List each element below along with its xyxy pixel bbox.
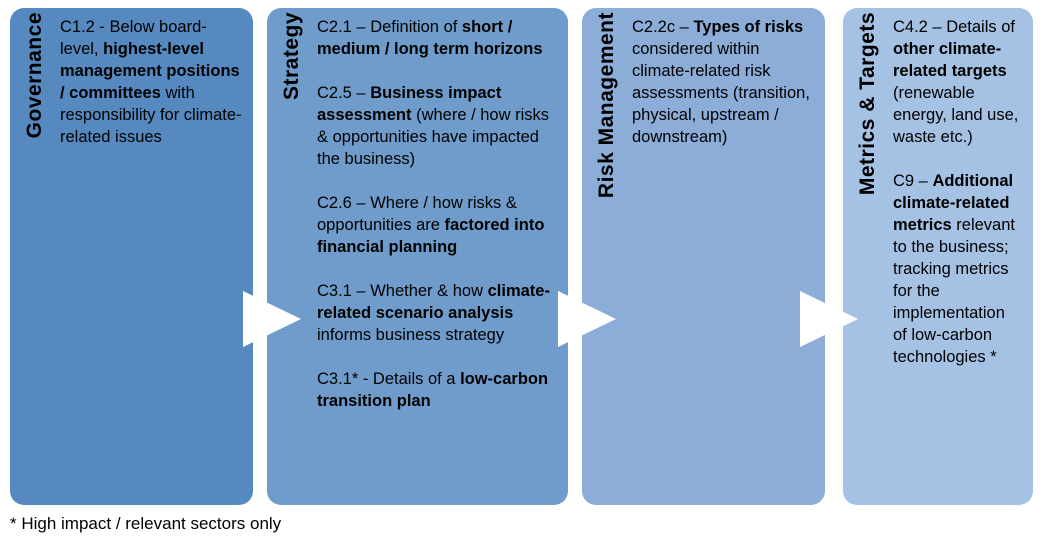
column-metrics-targets-label-strip: Metrics & Targets <box>843 8 891 505</box>
column-metrics-targets: Metrics & Targets C4.2 – Details of othe… <box>843 8 1033 505</box>
column-strategy-title: Strategy <box>279 12 303 101</box>
column-item: C2.1 – Definition of short / medium / lo… <box>317 18 543 58</box>
column-governance-body: C1.2 - Below board-level, highest-level … <box>58 8 253 505</box>
arrow-right-icon <box>558 291 616 347</box>
column-metrics-targets-title: Metrics & Targets <box>855 12 879 196</box>
column-governance-label-strip: Governance <box>10 8 58 505</box>
column-item: C1.2 - Below board-level, highest-level … <box>60 18 242 146</box>
column-strategy: Strategy C2.1 – Definition of short / me… <box>267 8 568 505</box>
footnote: * High impact / relevant sectors only <box>10 514 282 533</box>
column-risk-management-body: C2.2c – Types of risks considered within… <box>630 8 825 505</box>
column-strategy-label-strip: Strategy <box>267 8 315 505</box>
column-item: C2.2c – Types of risks considered within… <box>632 18 810 146</box>
column-item: C2.5 – Business impact assessment (where… <box>317 84 550 168</box>
column-metrics-targets-body: C4.2 – Details of other climate-related … <box>891 8 1033 505</box>
column-item: C4.2 – Details of other climate-related … <box>893 18 1019 146</box>
column-governance-title: Governance <box>22 12 46 139</box>
column-governance: Governance C1.2 - Below board-level, hig… <box>10 8 253 505</box>
column-strategy-body: C2.1 – Definition of short / medium / lo… <box>315 8 568 505</box>
column-risk-management: Risk Management C2.2c – Types of risks c… <box>582 8 825 505</box>
column-risk-management-title: Risk Management <box>594 12 618 199</box>
column-item: C3.1* - Details of a low-carbon transiti… <box>317 370 549 410</box>
column-risk-management-label-strip: Risk Management <box>582 8 630 505</box>
arrow-right-icon <box>800 291 858 347</box>
column-item: C9 – Additional climate-related metrics … <box>893 172 1015 366</box>
arrow-right-icon <box>243 291 301 347</box>
column-item: C3.1 – Whether & how climate-related sce… <box>317 282 550 344</box>
column-item: C2.6 – Where / how risks & opportunities… <box>317 194 545 256</box>
